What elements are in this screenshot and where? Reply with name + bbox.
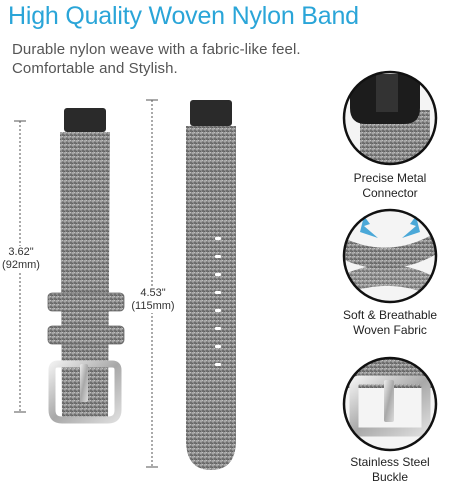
- feature-caption-fabric: Soft & Breathable Woven Fabric: [330, 308, 450, 338]
- dimension-line-long: [146, 99, 158, 468]
- short-band-mm: (92mm): [2, 259, 40, 271]
- feature-caption-connector-line2: Connector: [362, 186, 418, 200]
- long-band-connector: [190, 100, 232, 126]
- buckle: [48, 360, 122, 424]
- short-band-inches: 3.62": [8, 246, 34, 258]
- feature-caption-buckle: Stainless Steel Buckle: [330, 455, 450, 485]
- band-loop-2: [47, 325, 125, 345]
- long-band-inches: 4.53": [140, 287, 166, 299]
- band-holes: [215, 237, 221, 366]
- feature-caption-buckle-line1: Stainless Steel: [350, 455, 430, 469]
- woven-fabric-closeup: [342, 208, 438, 304]
- long-band-mm: (115mm): [131, 300, 175, 312]
- page-title: High Quality Woven Nylon Band: [8, 2, 359, 30]
- subtitle-line-1: Durable nylon weave with a fabric-like f…: [12, 41, 301, 58]
- band-loop-1: [47, 292, 125, 312]
- long-band-dimension-label: 4.53" (115mm): [130, 287, 176, 313]
- metal-connector-closeup: [342, 70, 438, 166]
- long-band: [186, 100, 236, 470]
- feature-caption-buckle-line2: Buckle: [371, 470, 409, 484]
- subtitle-line-2: Comfortable and Stylish.: [12, 60, 178, 77]
- feature-caption-connector: Precise Metal Connector: [330, 171, 450, 201]
- steel-buckle-closeup: [342, 356, 438, 452]
- short-band-dimension-label: 3.62" (92mm): [2, 246, 40, 272]
- feature-caption-connector-line1: Precise Metal: [353, 171, 427, 185]
- feature-caption-fabric-line1: Soft & Breathable: [342, 308, 438, 322]
- feature-caption-fabric-line2: Woven Fabric: [353, 323, 427, 337]
- flex-arrows-icon: [360, 216, 420, 238]
- short-band-connector: [64, 108, 106, 132]
- short-band: [47, 108, 125, 424]
